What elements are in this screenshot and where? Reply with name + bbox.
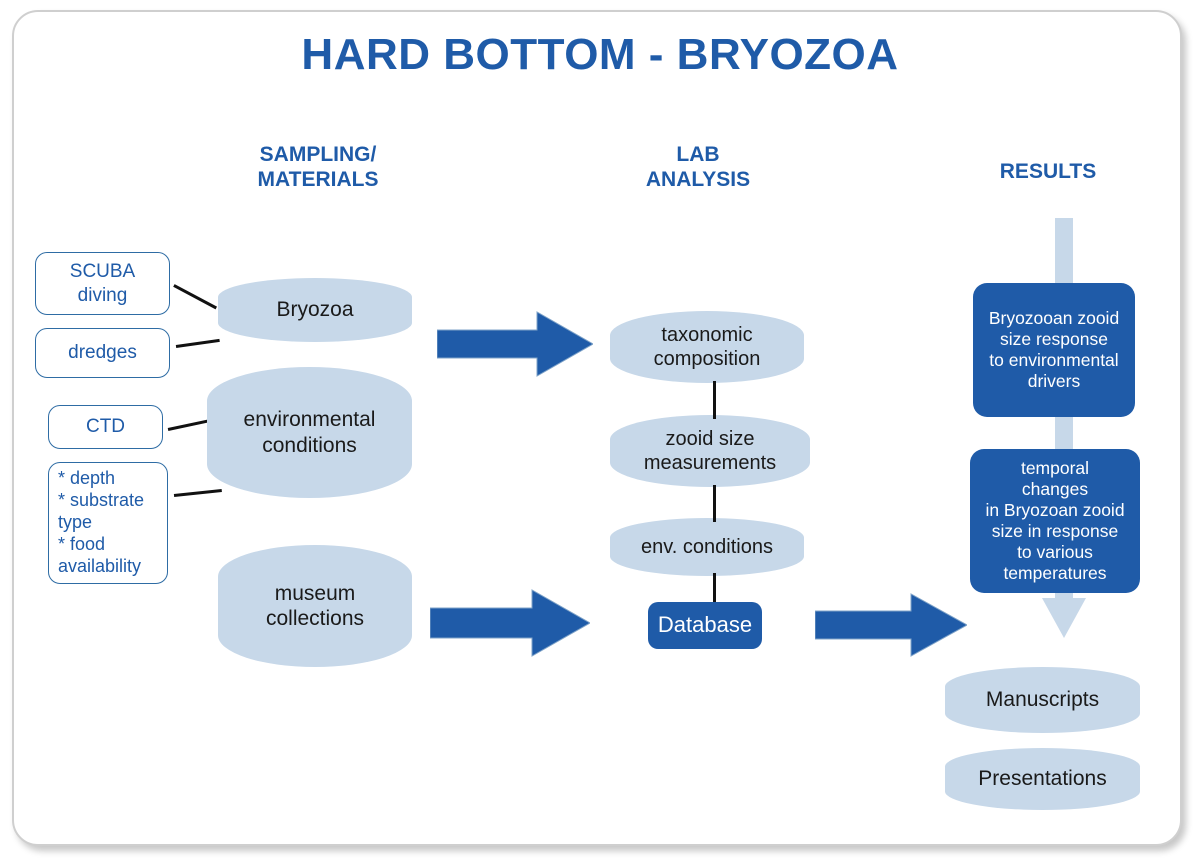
lab-step-env-conditions[interactable]: env. conditions bbox=[610, 518, 804, 576]
lab-step-zooid-size-measurements[interactable]: zooid size measurements bbox=[610, 415, 810, 487]
method-box-ctd[interactable]: CTD bbox=[48, 405, 163, 449]
column-header-lab: LAB ANALYSIS bbox=[645, 143, 751, 191]
data-store-bryozoa[interactable]: Bryozoa bbox=[218, 278, 412, 342]
data-store-museum-collections[interactable]: museum collections bbox=[218, 545, 412, 667]
lab-step-taxonomic-composition[interactable]: taxonomic composition bbox=[610, 311, 804, 383]
connector-line-env-to-database bbox=[713, 573, 716, 605]
lab-database-box[interactable]: Database bbox=[648, 602, 762, 649]
column-header-results: RESULTS bbox=[999, 160, 1097, 183]
result-box-zooid-size-response[interactable]: Bryozooan zooid size response to environ… bbox=[973, 283, 1135, 417]
method-box-parameters[interactable]: * depth * substrate type * food availabi… bbox=[48, 462, 168, 584]
method-box-scuba-diving[interactable]: SCUBA diving bbox=[35, 252, 170, 315]
connector-line-zooid-to-env bbox=[713, 485, 716, 522]
method-box-dredges[interactable]: dredges bbox=[35, 328, 170, 378]
result-box-temporal-changes[interactable]: temporal changes in Bryozoan zooid size … bbox=[970, 449, 1140, 593]
results-flow-down-arrow bbox=[1042, 218, 1086, 638]
data-store-environmental-conditions[interactable]: environmental conditions bbox=[207, 367, 412, 498]
column-header-sampling: SAMPLING/ MATERIALS bbox=[257, 143, 379, 191]
arrow-database-to-results bbox=[815, 593, 967, 657]
output-manuscripts[interactable]: Manuscripts bbox=[945, 667, 1140, 733]
output-presentations[interactable]: Presentations bbox=[945, 748, 1140, 810]
arrow-museum-to-database bbox=[430, 589, 590, 657]
page-title: HARD BOTTOM - BRYOZOA bbox=[301, 30, 899, 79]
connector-line-taxonomic-to-zooid bbox=[713, 381, 716, 419]
arrow-bryozoa-to-taxonomic bbox=[437, 311, 593, 377]
